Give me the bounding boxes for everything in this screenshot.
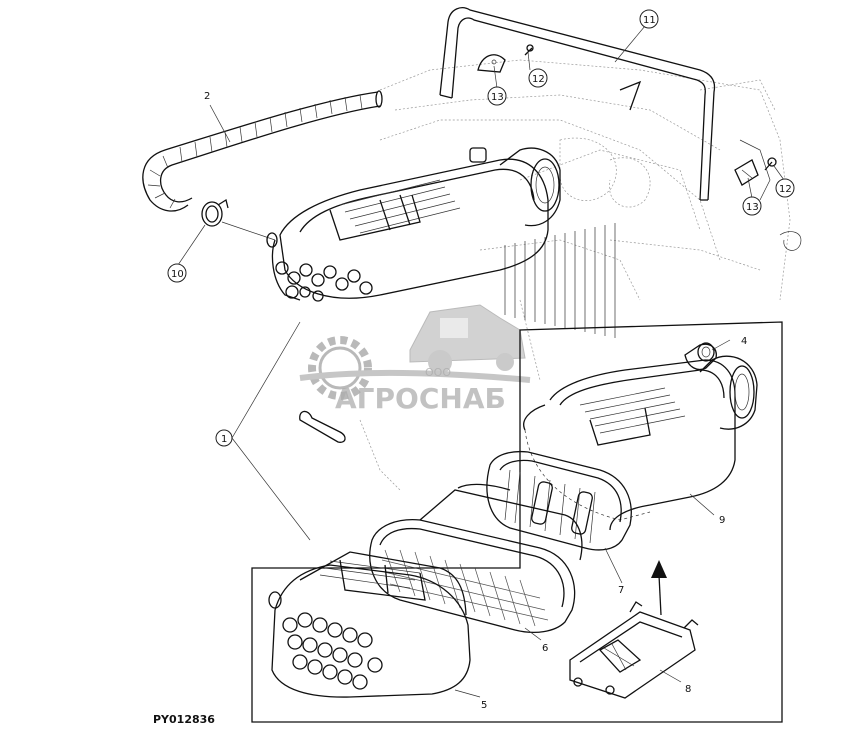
callout-label: 8	[685, 684, 691, 695]
hose-clamp-part-10	[201, 198, 276, 241]
primary-filter-part-6	[369, 483, 583, 633]
clip-part-8	[569, 601, 699, 699]
callout-10: 10	[167, 263, 187, 283]
callout-13-top: 13	[487, 86, 507, 106]
engine-background	[359, 59, 802, 491]
mount-part-13-right	[734, 159, 759, 186]
dust-valves-cover	[282, 612, 383, 690]
callout-label: 13	[746, 202, 759, 213]
callout-label: 10	[171, 269, 184, 280]
agrosnab-watermark: ООО АГРОСНАБ	[299, 304, 531, 415]
support-bracket-part-11	[439, 7, 716, 201]
assembly-arrow-icon	[651, 560, 667, 616]
assembled-air-cleaner	[266, 147, 561, 302]
callout-label: 1	[221, 434, 227, 445]
loose-fitting	[299, 410, 346, 443]
callout-label: 12	[779, 184, 792, 195]
callout-label: 11	[643, 15, 656, 26]
callout-12-right: 12	[775, 178, 795, 198]
cover-part-5	[268, 551, 471, 698]
leader-part-1	[231, 321, 311, 541]
watermark-harvester-icon	[299, 304, 531, 383]
watermark-name: АГРОСНАБ	[335, 382, 506, 415]
leader-lines	[177, 25, 785, 698]
callout-9: 9	[719, 515, 725, 526]
figure-reference-code: PY012836	[153, 713, 215, 726]
callout-label: 6	[542, 643, 548, 654]
callout-label: 9	[719, 515, 725, 526]
callout-7: 7	[618, 585, 624, 596]
clip-part-13-top	[477, 54, 506, 73]
callout-label: 7	[618, 585, 624, 596]
callout-5: 5	[481, 700, 487, 711]
callout-6: 6	[542, 643, 548, 654]
callout-1: 1	[215, 429, 233, 447]
callout-4: 4	[741, 336, 747, 347]
callout-12-top: 12	[528, 68, 548, 88]
detail-frame	[251, 321, 783, 723]
dust-valves-top	[275, 261, 373, 302]
callout-8: 8	[685, 684, 691, 695]
callout-11: 11	[639, 9, 659, 29]
housing-part-9	[523, 355, 758, 531]
callout-label: 5	[481, 700, 487, 711]
callout-2: 2	[204, 91, 210, 102]
watermark-gear-icon	[308, 336, 372, 400]
radiator-grille	[504, 223, 616, 338]
watermark-prefix: ООО	[425, 366, 451, 379]
callout-label: 12	[532, 74, 545, 85]
callout-label: 4	[741, 336, 747, 347]
screw-part-12-right	[764, 157, 777, 171]
hose-part-2	[142, 90, 383, 212]
bushing-part-4	[684, 342, 717, 371]
safety-filter-part-7	[486, 450, 632, 551]
callout-label: 13	[491, 92, 504, 103]
screw-part-12-top	[524, 44, 534, 56]
callout-13-right: 13	[742, 196, 762, 216]
callout-label: 2	[204, 91, 210, 102]
